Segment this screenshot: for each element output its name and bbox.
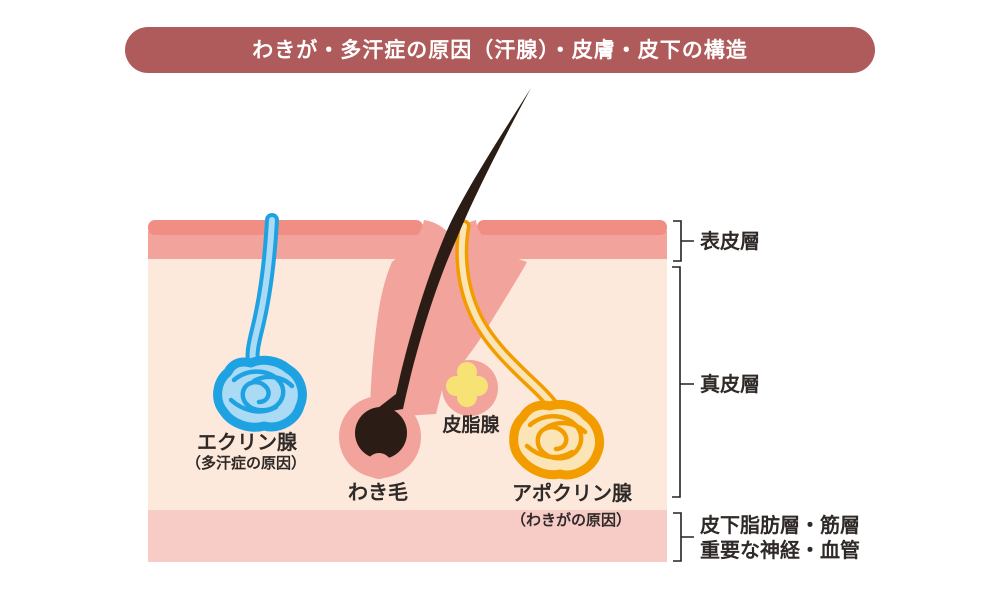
epidermis-dark-band-left: [148, 220, 423, 235]
epidermis-dark-band-right: [477, 220, 667, 235]
subcutaneous-bracket: [673, 512, 694, 562]
subcutaneous-label-line1: 皮下脂肪層・筋層: [700, 513, 860, 537]
dermis-bracket: [672, 266, 694, 498]
eccrine-coil-tangle: [228, 369, 295, 414]
eccrine-gland-label: エクリン腺: [197, 430, 298, 454]
layer-annotations: 表皮層 真皮層 皮下脂肪層・筋層 重要な神経・血管: [672, 220, 860, 562]
hair-papilla-notch: [366, 453, 392, 479]
sebaceous-gland-secretion: [446, 362, 488, 407]
title-banner: わきが・多汗症の原因（汗腺）・皮膚・皮下の構造: [125, 27, 875, 73]
title-banner-background: [125, 27, 875, 73]
eccrine-gland-note: （多汗症の原因）: [186, 454, 306, 472]
part-labels: エクリン腺 （多汗症の原因） わき毛 皮脂腺 アポクリン腺 （わきがの原因）: [186, 413, 633, 529]
dermis-label: 真皮層: [700, 372, 760, 396]
sebaceous-gland-label: 皮脂腺: [442, 413, 500, 436]
apocrine-gland-note: （わきがの原因）: [511, 511, 631, 529]
apocrine-gland-label: アポクリン腺: [512, 481, 633, 505]
hair-bulb: [355, 407, 407, 459]
subcutaneous-layer: [148, 510, 667, 562]
armpit-hair-label: わき毛: [348, 481, 408, 504]
skin-cross-section: [148, 88, 667, 562]
sebaceous-gland: [431, 360, 498, 416]
epidermis-label: 表皮層: [700, 229, 760, 253]
eccrine-gland: [213, 213, 307, 432]
hair-shaft: [369, 88, 531, 415]
eccrine-duct-core: [249, 217, 275, 370]
subcutaneous-label-line2: 重要な神経・血管: [700, 538, 860, 562]
apocrine-gland: [455, 219, 604, 480]
page-title: わきが・多汗症の原因（汗腺）・皮膚・皮下の構造: [252, 38, 748, 62]
epidermis-bracket: [673, 220, 694, 262]
apocrine-coil-tangle: [524, 414, 588, 461]
armpit-hair: [355, 88, 531, 479]
